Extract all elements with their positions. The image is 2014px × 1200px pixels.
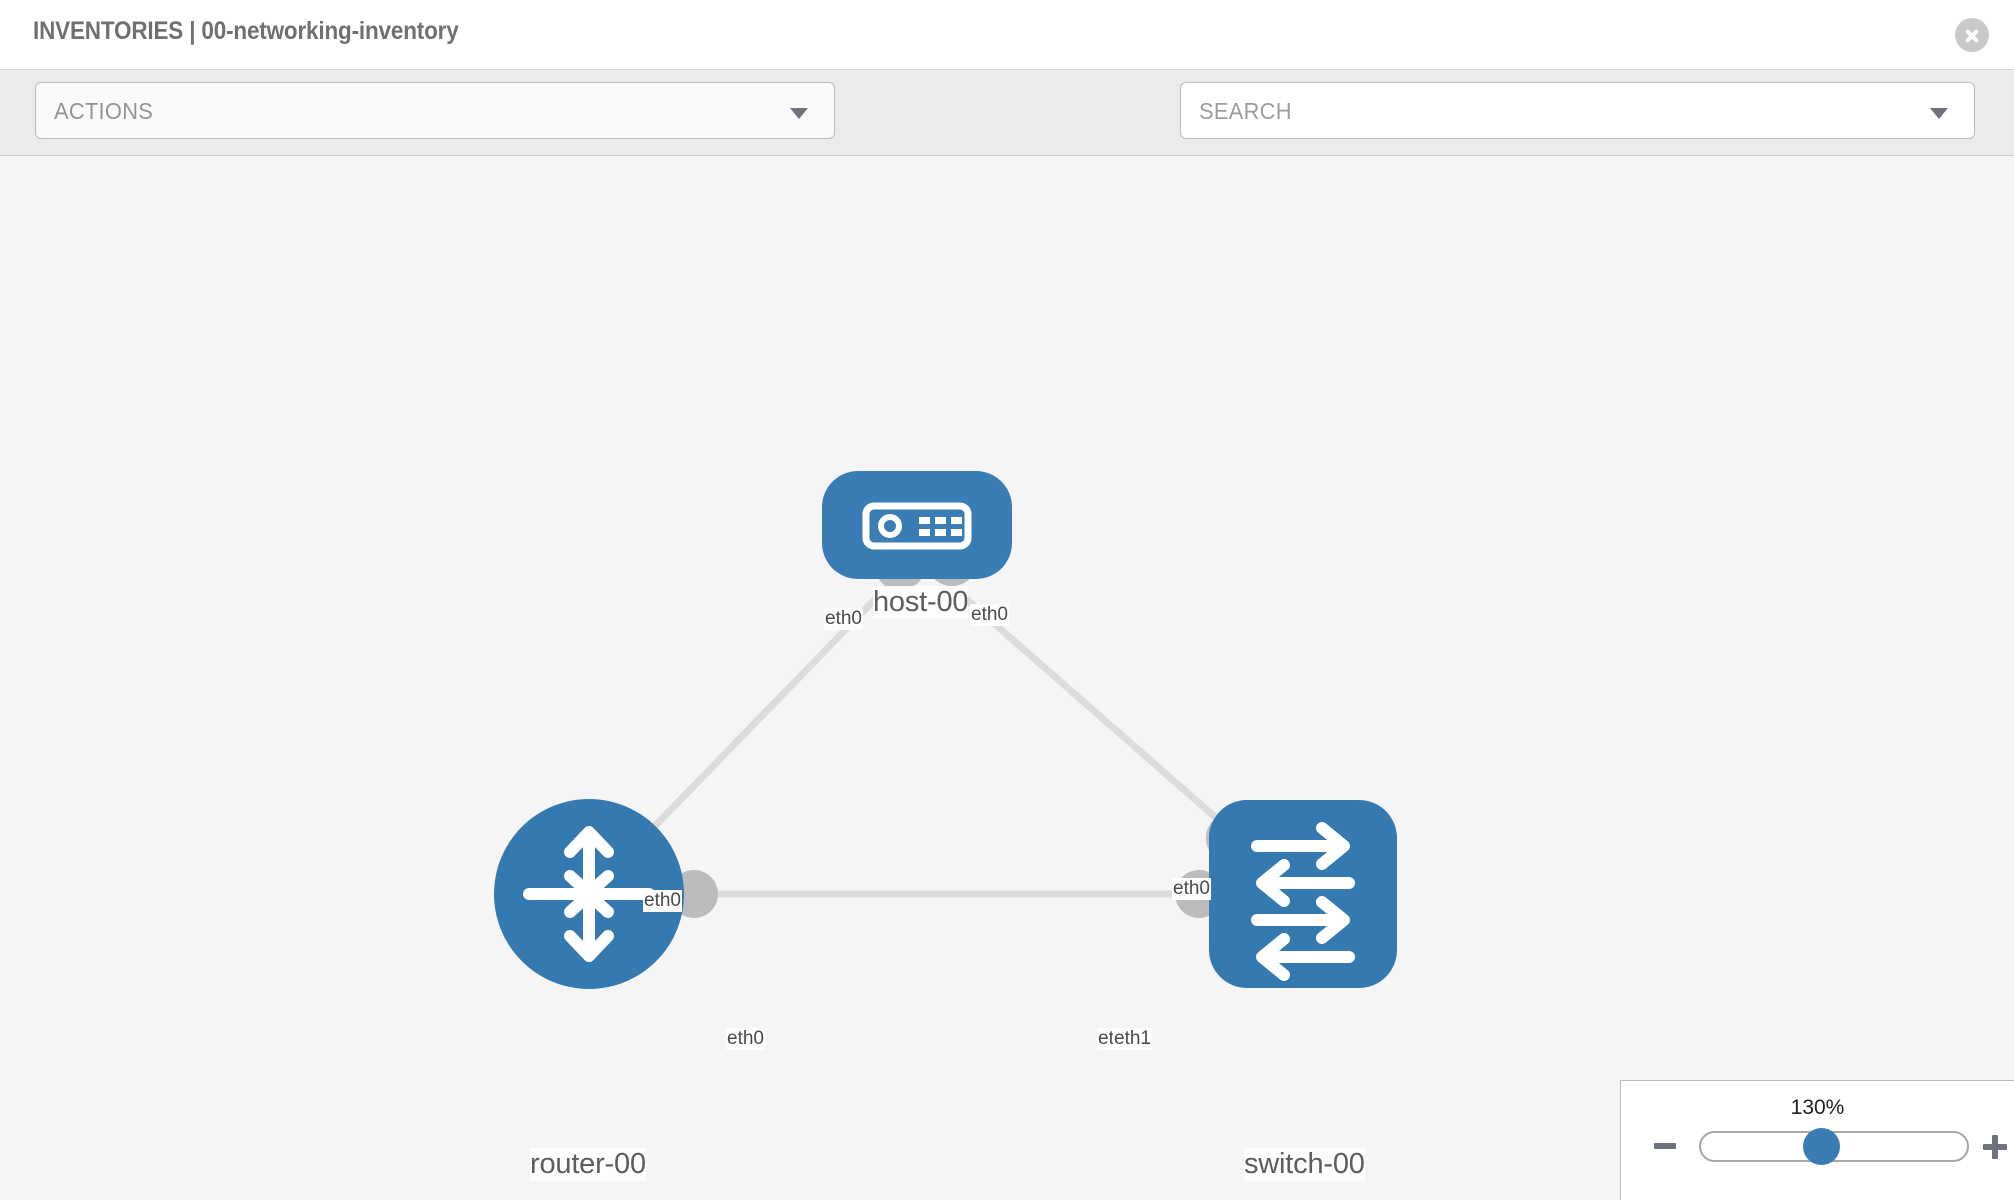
host-node-shape[interactable] (822, 471, 1012, 579)
switch-arrows-icon (1251, 822, 1355, 981)
toolbar: ACTIONS SEARCH (0, 70, 2014, 200)
topology-node-host-00[interactable] (822, 471, 1012, 579)
zoom-control-panel: 130% (1620, 1080, 2014, 1200)
topology-node-switch-00[interactable] (1209, 800, 1397, 988)
iface-label: eth0 (970, 604, 1009, 626)
iface-label: eth0 (726, 1028, 765, 1050)
chevron-down-icon (790, 108, 808, 119)
search-placeholder: SEARCH (1199, 98, 1292, 124)
chevron-down-icon[interactable] (1930, 108, 1948, 119)
minus-icon[interactable] (1654, 1143, 1676, 1149)
close-icon[interactable] (1955, 18, 1989, 52)
topology-graph (494, 471, 1397, 989)
plus-icon[interactable] (1983, 1135, 2007, 1159)
iface-label: eth0 (643, 890, 682, 912)
router-arrows-icon (523, 826, 655, 962)
iface-label: eth0 (824, 608, 863, 630)
zoom-slider-thumb[interactable] (1803, 1128, 1840, 1165)
topology-canvas[interactable]: host-00 router-00 switch-00 eth0 eth0 et… (0, 156, 2014, 1200)
node-label-router-00: router-00 (530, 1148, 646, 1181)
node-label-switch-00: switch-00 (1244, 1148, 1365, 1181)
topology-node-router-00[interactable] (494, 799, 684, 989)
actions-dropdown[interactable]: ACTIONS (35, 82, 835, 139)
server-device-icon (862, 502, 972, 550)
page-header: INVENTORIES | 00-networking-inventory (0, 0, 2014, 70)
iface-label: eth1 (1113, 1028, 1152, 1050)
search-input[interactable]: SEARCH (1180, 82, 1975, 139)
actions-dropdown-label: ACTIONS (54, 98, 154, 124)
page-title: INVENTORIES | 00-networking-inventory (33, 17, 459, 45)
iface-label: eth0 (1172, 878, 1211, 900)
zoom-level-value: 130% (1790, 1096, 1845, 1119)
node-label-host-00: host-00 (873, 586, 969, 619)
